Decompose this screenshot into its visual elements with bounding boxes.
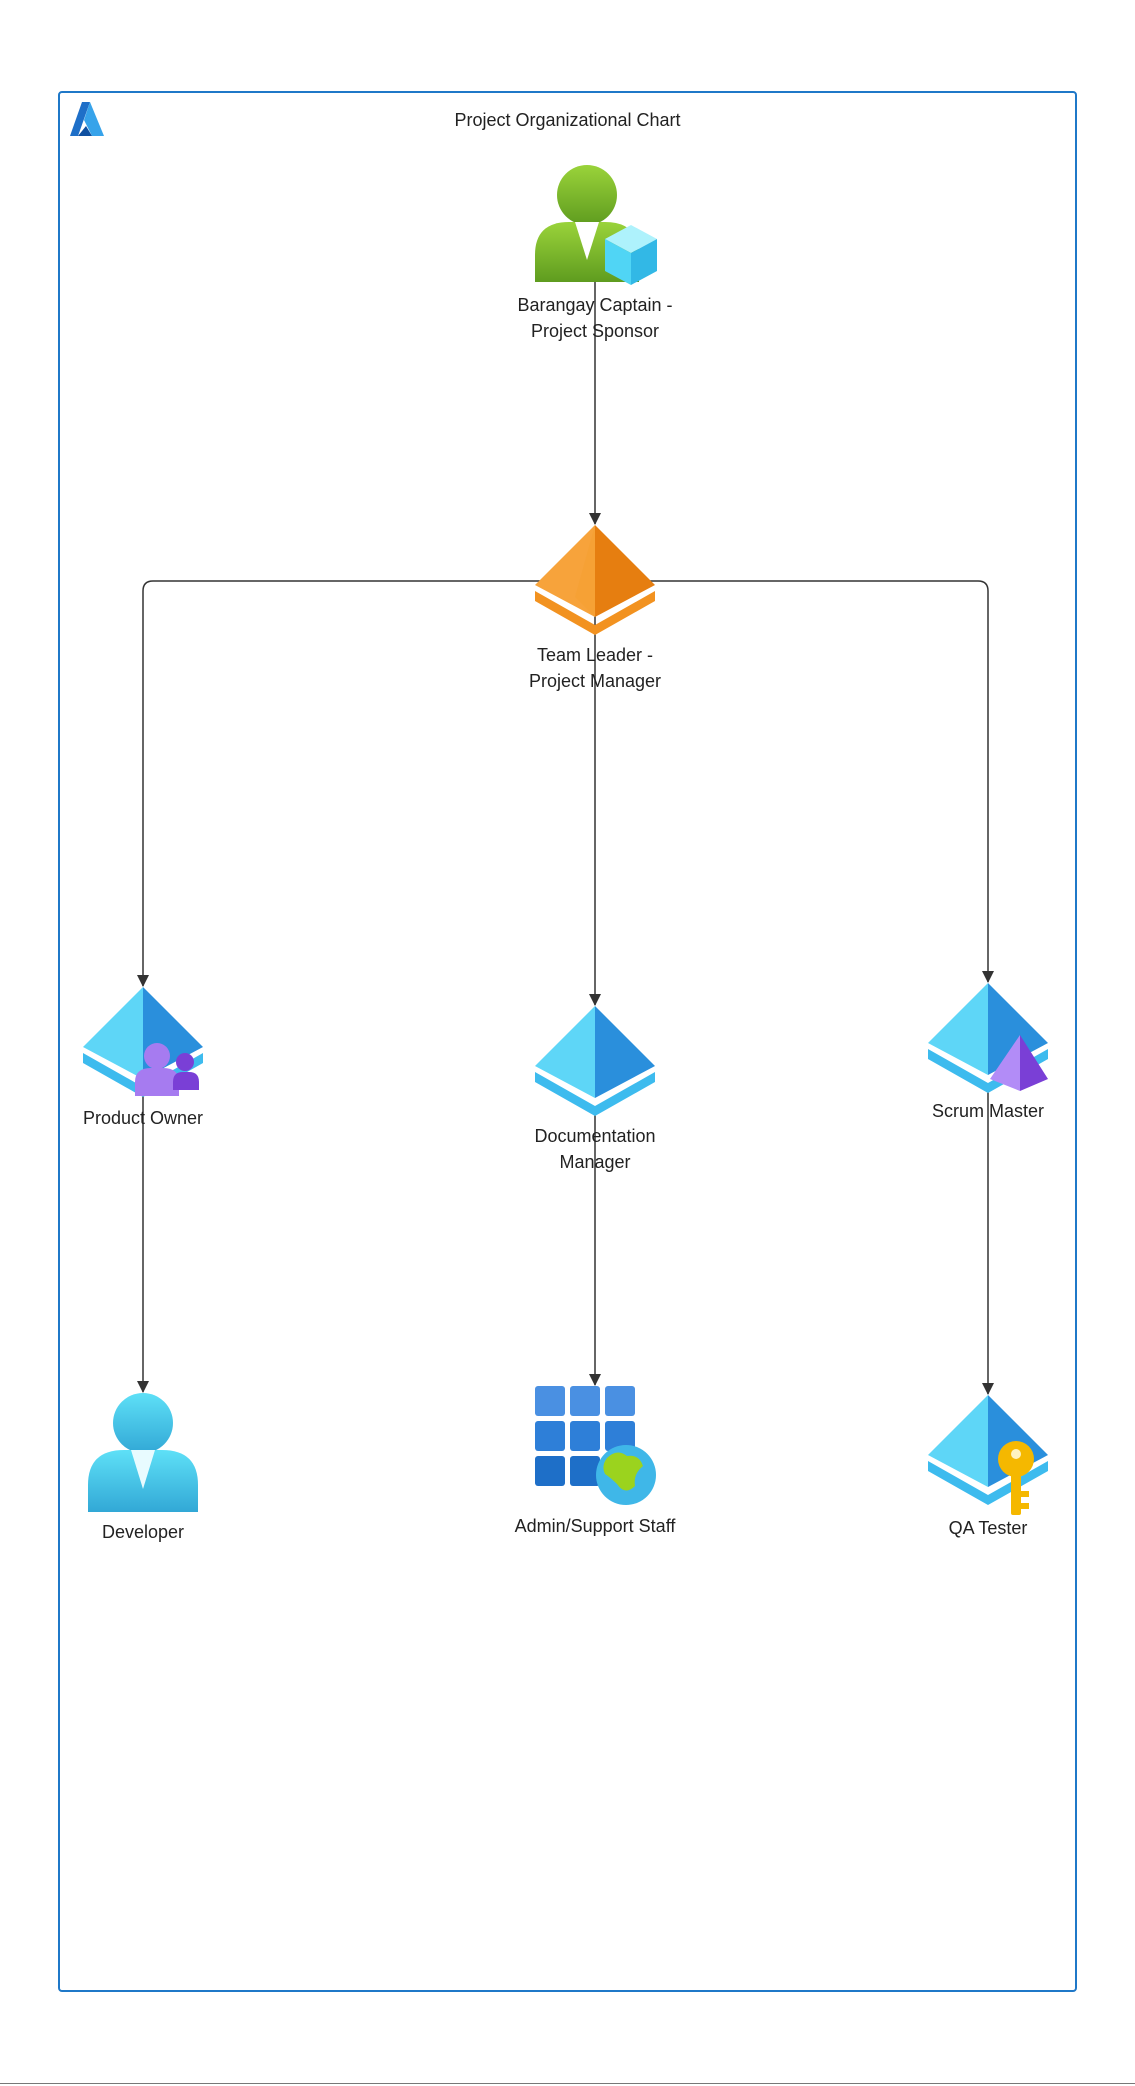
node-manager-label-line2: Project Manager [528, 671, 662, 691]
node-qa-label: QA Tester [948, 1518, 1028, 1538]
azure-logo-icon [70, 102, 104, 136]
node-sponsor-label-line2: Project Sponsor [530, 321, 660, 341]
node-sponsor-label-line1: Barangay Captain - [517, 295, 673, 315]
node-admin-label: Admin/Support Staff [514, 1516, 676, 1536]
node-scrum-master-label: Scrum Master [931, 1101, 1045, 1121]
node-documentation-label: Documentation Manager [475, 1123, 715, 1175]
bottom-rule [0, 2083, 1135, 2084]
orange-pyramid-icon [535, 525, 655, 635]
edge-manager-scrum-master [595, 580, 994, 983]
pyramid-with-key-icon [928, 1395, 1048, 1515]
pyramid-with-purple-pyramid-icon [928, 983, 1048, 1093]
user-with-cube-icon [535, 165, 657, 285]
diagram-title: Project Organizational Chart [454, 110, 681, 130]
blue-pyramid-icon [535, 1006, 655, 1116]
edge-manager-product-owner [137, 580, 595, 987]
pyramid-with-users-icon [83, 987, 203, 1097]
diagram-frame [58, 91, 1077, 1992]
user-icon [88, 1393, 198, 1512]
node-developer-label: Developer [101, 1522, 185, 1542]
grid-with-globe-icon [535, 1386, 656, 1505]
node-product-owner-label: Product Owner [82, 1108, 204, 1128]
edges [137, 282, 994, 1395]
node-documentation-label-line1: Documentation [534, 1126, 656, 1146]
node-manager-label: Team Leader - Project Manager [475, 642, 715, 694]
node-documentation-label-line2: Manager [559, 1152, 631, 1172]
node-manager-label-line1: Team Leader - [536, 645, 654, 665]
node-sponsor-label: Barangay Captain - Project Sponsor [475, 292, 715, 344]
